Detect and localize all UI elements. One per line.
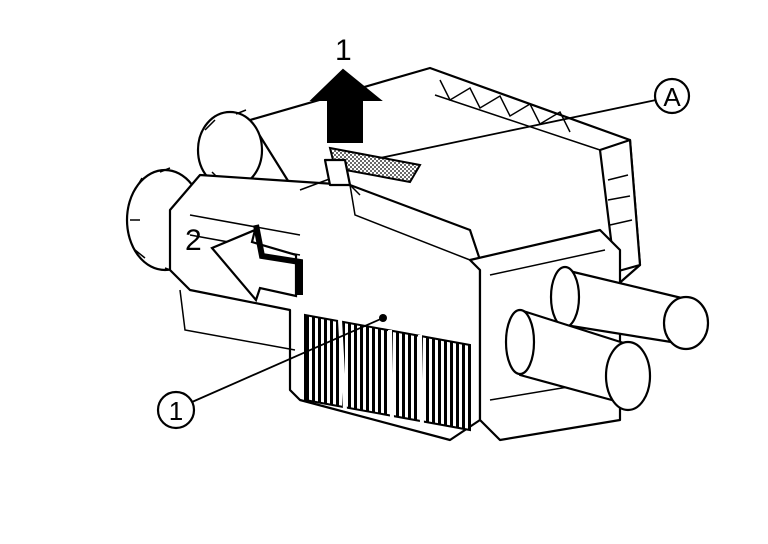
callout-a: A	[379, 77, 691, 159]
callout-1: 1	[156, 314, 387, 430]
release-tab	[323, 146, 422, 187]
arrow-slide-step-2	[210, 224, 303, 303]
ribbed-grip	[304, 313, 471, 432]
step-1-label: 1	[335, 34, 352, 67]
callout-1-label: 1	[169, 396, 183, 426]
callout-a-label: A	[663, 82, 681, 112]
arrow-up-step-1	[309, 68, 383, 143]
step-2-label: 2	[185, 224, 202, 257]
terminal-cylinders	[504, 265, 710, 412]
